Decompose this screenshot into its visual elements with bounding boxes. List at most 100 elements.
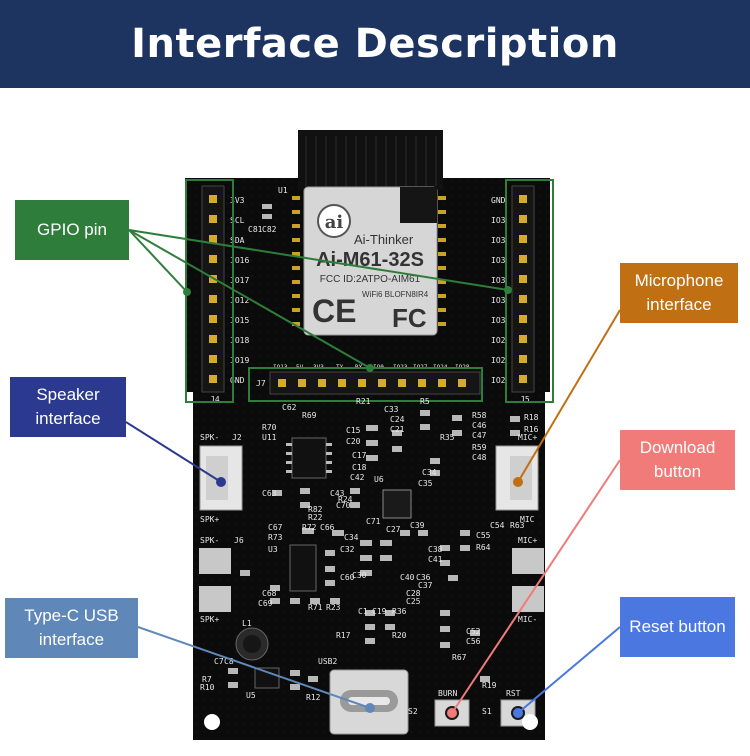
svg-text:C69: C69 — [258, 599, 273, 608]
svg-text:C47: C47 — [472, 431, 487, 440]
gpio-leaders — [128, 229, 509, 369]
svg-text:R19: R19 — [482, 681, 497, 690]
svg-text:C21: C21 — [390, 425, 405, 434]
page-title: Interface Description — [131, 21, 619, 67]
s2-label: S2 — [408, 707, 418, 716]
right-header-pins — [519, 195, 527, 383]
svg-text:C28: C28 — [406, 589, 421, 598]
svg-text:C40: C40 — [400, 573, 415, 582]
svg-text:R22: R22 — [308, 513, 323, 522]
svg-text:IO3: IO3 — [491, 236, 506, 245]
download-leader — [451, 459, 621, 714]
svg-text:C82: C82 — [262, 225, 277, 234]
usb-callout-line1: Type-C USB — [24, 606, 119, 625]
usb-leader — [137, 626, 371, 709]
svg-text:R5: R5 — [420, 397, 430, 406]
download-callout-line2: button — [653, 462, 702, 481]
svg-text:C36: C36 — [416, 573, 431, 582]
mic-label: MIC — [520, 515, 535, 524]
svg-text:IO18: IO18 — [230, 336, 249, 345]
svg-text:C70: C70 — [336, 501, 351, 510]
svg-text:C37: C37 — [418, 581, 433, 590]
svg-text:GND: GND — [230, 376, 245, 385]
left-header-j4 — [201, 185, 225, 393]
module-wifi: WiFi6 BLOFN8IR4 — [362, 290, 429, 299]
svg-text:C68: C68 — [262, 589, 277, 598]
svg-text:IO2: IO2 — [491, 356, 506, 365]
svg-text:R10: R10 — [200, 683, 215, 692]
svg-text:C35: C35 — [418, 479, 433, 488]
svg-text:C43: C43 — [330, 489, 345, 498]
svg-text:IO3: IO3 — [491, 316, 506, 325]
svg-text:C81: C81 — [248, 225, 263, 234]
svg-text:C48: C48 — [472, 453, 487, 462]
svg-text:R71: R71 — [308, 603, 323, 612]
svg-text:C1: C1 — [358, 607, 368, 616]
svg-text:U11: U11 — [262, 433, 277, 442]
svg-text:IO19: IO19 — [230, 356, 249, 365]
right-header-j5 — [511, 185, 535, 393]
svg-text:R16: R16 — [524, 425, 539, 434]
bottom-header-j7 — [269, 371, 481, 395]
svg-text:IO16: IO16 — [230, 256, 249, 265]
svg-text:C25: C25 — [406, 597, 421, 606]
svg-text:C17: C17 — [352, 451, 367, 460]
spk-plus-label: SPK+ — [200, 515, 219, 524]
spk-plus-label-2: SPK+ — [200, 615, 219, 624]
svg-text:R23: R23 — [326, 603, 341, 612]
svg-text:C34: C34 — [422, 468, 437, 477]
burn-label: BURN — [438, 689, 457, 698]
svg-text:IO12: IO12 — [230, 296, 249, 305]
module-logo-icon — [317, 204, 351, 238]
svg-text:C19: C19 — [372, 607, 387, 616]
svg-text:GND: GND — [491, 196, 506, 205]
svg-text:R82: R82 — [308, 505, 323, 514]
mic-pad-top — [512, 548, 544, 574]
reset-leader — [517, 626, 621, 714]
ce-mark-icon: CE — [312, 293, 356, 329]
svg-text:C60: C60 — [340, 573, 355, 582]
svg-text:IO3: IO3 — [491, 256, 506, 265]
gpio-callout-label: GPIO pin — [37, 220, 107, 239]
svg-text:C38: C38 — [428, 545, 443, 554]
svg-text:IO2: IO2 — [491, 336, 506, 345]
ic-u11 — [291, 437, 327, 479]
svg-text:C32: C32 — [340, 545, 355, 554]
svg-text:IO3: IO3 — [491, 276, 506, 285]
svg-text:C63: C63 — [262, 489, 277, 498]
mic-leader — [517, 309, 621, 483]
svg-text:C15: C15 — [346, 426, 361, 435]
speaker-callout-line2: interface — [35, 409, 101, 428]
svg-text:U5: U5 — [246, 691, 256, 700]
usb2-label: USB2 — [318, 657, 337, 666]
download-leader-dot — [447, 708, 457, 718]
svg-text:C41: C41 — [428, 555, 443, 564]
svg-text:R72: R72 — [302, 523, 317, 532]
svg-text:R21: R21 — [356, 397, 371, 406]
svg-text:R69: R69 — [302, 411, 317, 420]
svg-text:R58: R58 — [472, 411, 487, 420]
module-brand: Ai-Thinker — [354, 232, 414, 247]
speaker-callout-line1: Speaker — [36, 385, 100, 404]
bottom-header-pins — [278, 379, 466, 387]
gpio-leader-dot-bottom — [366, 364, 374, 372]
svg-text:C33: C33 — [384, 405, 399, 414]
mic-plus-label: MIC+ — [518, 433, 537, 442]
spk-minus-label-2: SPK- — [200, 536, 219, 545]
svg-text:R63: R63 — [510, 521, 525, 530]
gpio-leader-dot-left — [183, 288, 191, 296]
svg-text:R36: R36 — [392, 607, 407, 616]
left-header-labels: 3V3 SCL SDA IO16 IO17 IO12 IO15 IO18 IO1… — [230, 196, 249, 385]
download-callout-line1: Download — [639, 438, 716, 457]
svg-text:IO3: IO3 — [491, 216, 506, 225]
svg-text:C24: C24 — [390, 415, 405, 424]
fc-mark-icon: FC — [392, 303, 427, 333]
passive-components — [228, 204, 520, 690]
mount-hole-bl — [204, 714, 220, 730]
svg-text:C7: C7 — [214, 657, 224, 666]
ic-u6 — [382, 489, 412, 519]
svg-text:R67: R67 — [452, 653, 467, 662]
usb-leader-dot — [365, 703, 375, 713]
svg-text:C8: C8 — [224, 657, 234, 666]
